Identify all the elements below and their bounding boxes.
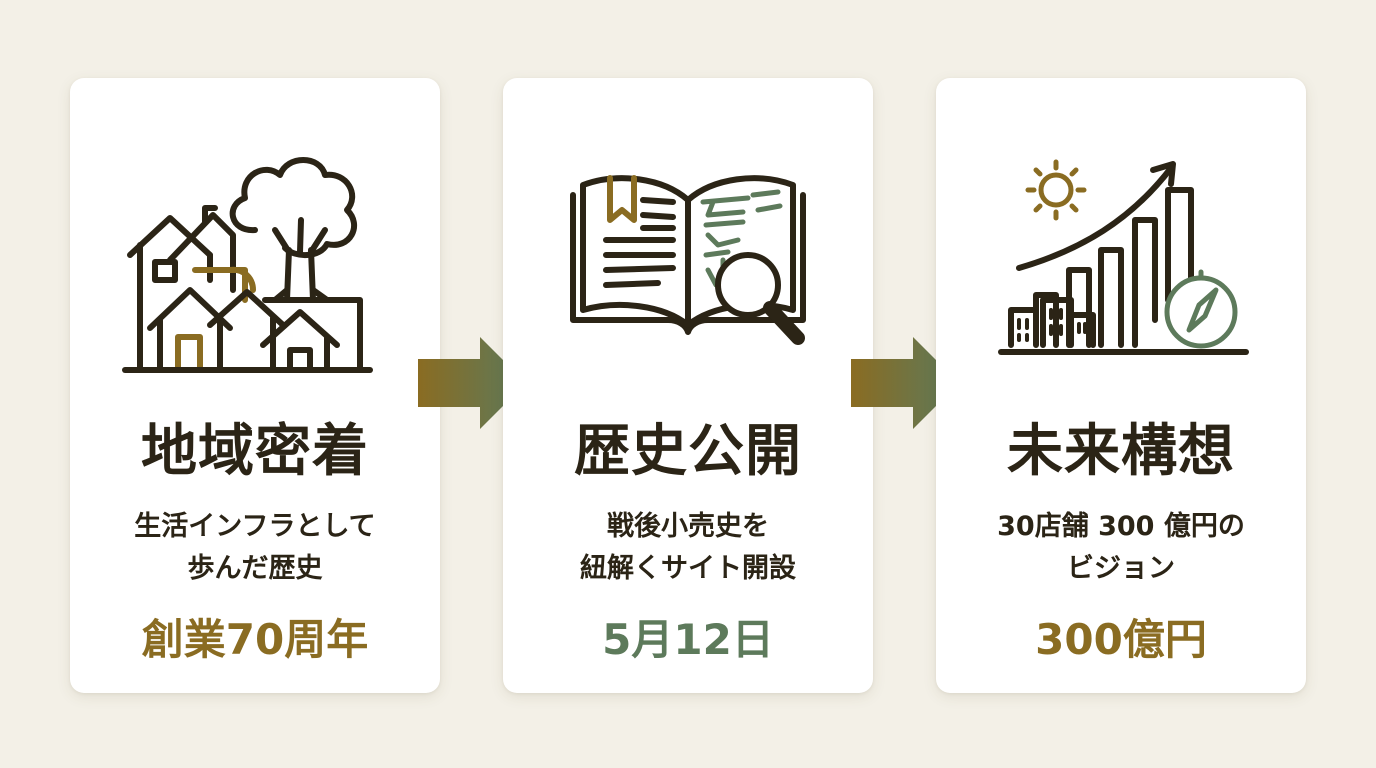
card-title: 未来構想: [1007, 418, 1235, 484]
card-stat: 300億円: [1035, 615, 1207, 664]
card-title: 地域密着: [141, 418, 369, 484]
card-description-line: 歩んだ歴史: [187, 553, 323, 584]
card-vision: 未来構想 30店舗 300 億円の ビジョン 300億円: [936, 78, 1306, 693]
card-history: 歴史公開 戦後小売史を 紐解くサイト開設 5月12日: [503, 78, 873, 693]
town-with-tree-icon: [115, 140, 395, 380]
open-book-magnifier-icon: [548, 140, 828, 380]
card-description-line: 戦後小売史を: [607, 511, 769, 542]
card-description: 戦後小売史を 紐解くサイト開設: [513, 506, 863, 590]
card-community: 地域密着 生活インフラとして 歩んだ歴史 創業70周年: [70, 78, 440, 693]
card-description: 生活インフラとして 歩んだ歴史: [80, 506, 430, 590]
growth-city-chart-icon: [981, 140, 1261, 380]
card-description: 30店舗 300 億円の ビジョン: [946, 506, 1296, 590]
card-description-line: 紐解くサイト開設: [580, 553, 796, 584]
card-title: 歴史公開: [574, 418, 802, 484]
card-description-line: 生活インフラとして: [134, 511, 376, 542]
card-description-line: ビジョン: [1067, 553, 1175, 584]
card-stat: 創業70周年: [141, 615, 369, 664]
arrow-right-icon: [851, 337, 959, 429]
arrow-right-icon: [418, 337, 526, 429]
card-stat: 5月12日: [602, 615, 774, 664]
card-description-line: 30店舗 300 億円の: [997, 511, 1245, 542]
